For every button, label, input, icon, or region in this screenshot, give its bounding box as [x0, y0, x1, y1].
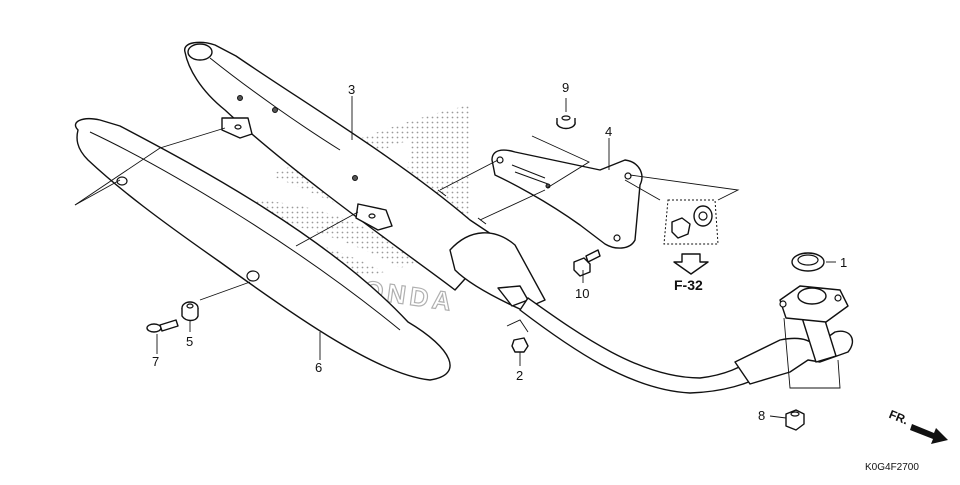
nut-2	[511, 337, 529, 353]
callout-6: 6	[315, 360, 322, 375]
assembly-lines	[74, 127, 841, 389]
fasteners	[146, 115, 825, 431]
diagram-code: K0G4F2700	[865, 462, 919, 473]
front-direction-label: FR.	[887, 407, 910, 427]
front-arrow-icon	[910, 424, 948, 444]
muffler-stay	[491, 149, 643, 249]
callout-8: 8	[758, 408, 765, 423]
nut-8	[785, 409, 805, 431]
exhaust-pipe	[449, 232, 853, 394]
ref-inset	[663, 199, 719, 245]
callout-7: 7	[152, 354, 159, 369]
callout-4: 4	[605, 124, 612, 139]
bolt-10	[573, 249, 601, 277]
collar-9	[556, 115, 576, 130]
callout-9: 9	[562, 80, 569, 95]
callout-2: 2	[516, 368, 523, 383]
callout-5: 5	[186, 334, 193, 349]
screw-7	[146, 319, 179, 333]
muffler-protector	[74, 118, 451, 381]
gasket-1	[791, 252, 825, 272]
rubber-5	[181, 301, 199, 322]
callout-10: 10	[575, 286, 589, 301]
down-arrow-icon	[673, 253, 709, 275]
callout-1: 1	[840, 255, 847, 270]
front-direction: FR.	[887, 407, 948, 444]
reference-f32: F-32	[673, 253, 709, 293]
callouts: 1 2 3 4 5 6 7 8 9 10	[152, 80, 847, 423]
leader-lines	[156, 96, 836, 419]
callout-3: 3	[348, 82, 355, 97]
reference-label: F-32	[674, 277, 703, 293]
